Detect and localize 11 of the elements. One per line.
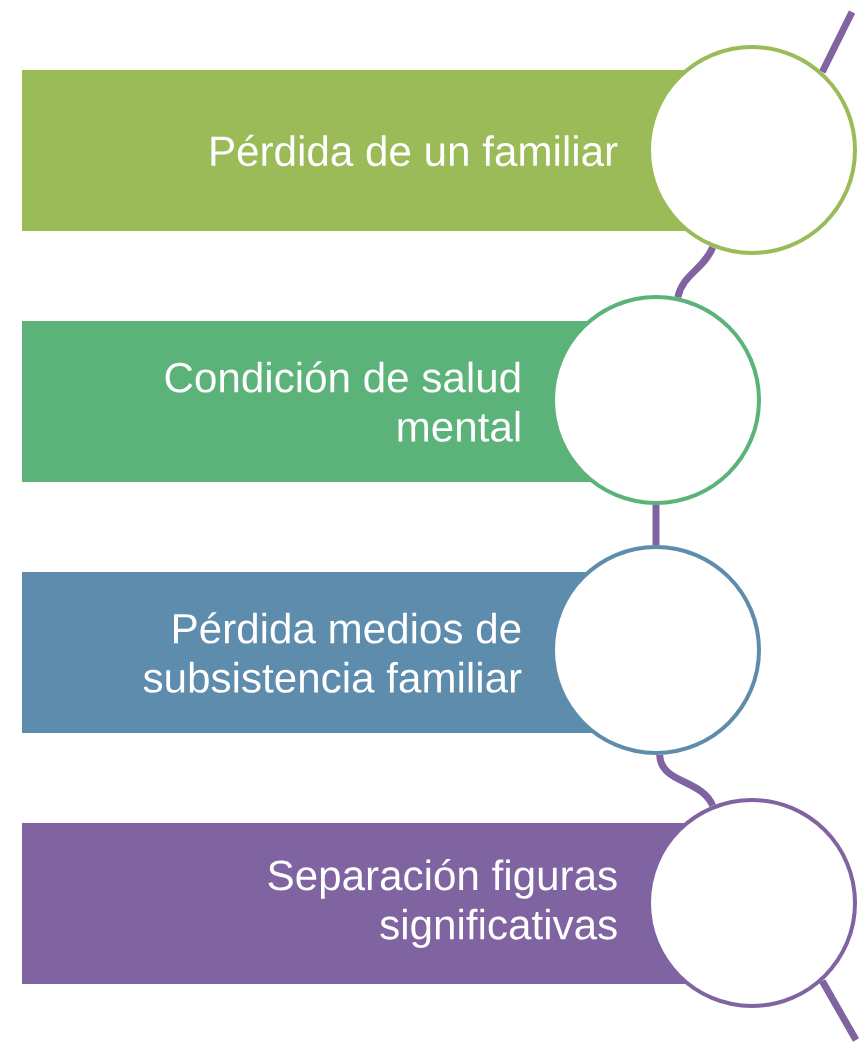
circle	[551, 295, 761, 505]
curve-line	[674, 245, 716, 299]
text-bar: Condición de salud mental	[22, 321, 594, 482]
curve-line	[819, 979, 860, 1042]
curve-line	[819, 10, 856, 74]
circle	[647, 798, 857, 1008]
text-bar: Pérdida medios de subsistencia familiar	[22, 572, 595, 733]
circle	[551, 545, 761, 755]
text-bar: Separación figuras significativas	[22, 823, 689, 984]
text-bar: Pérdida de un familiar	[22, 70, 689, 231]
circle	[647, 45, 857, 255]
